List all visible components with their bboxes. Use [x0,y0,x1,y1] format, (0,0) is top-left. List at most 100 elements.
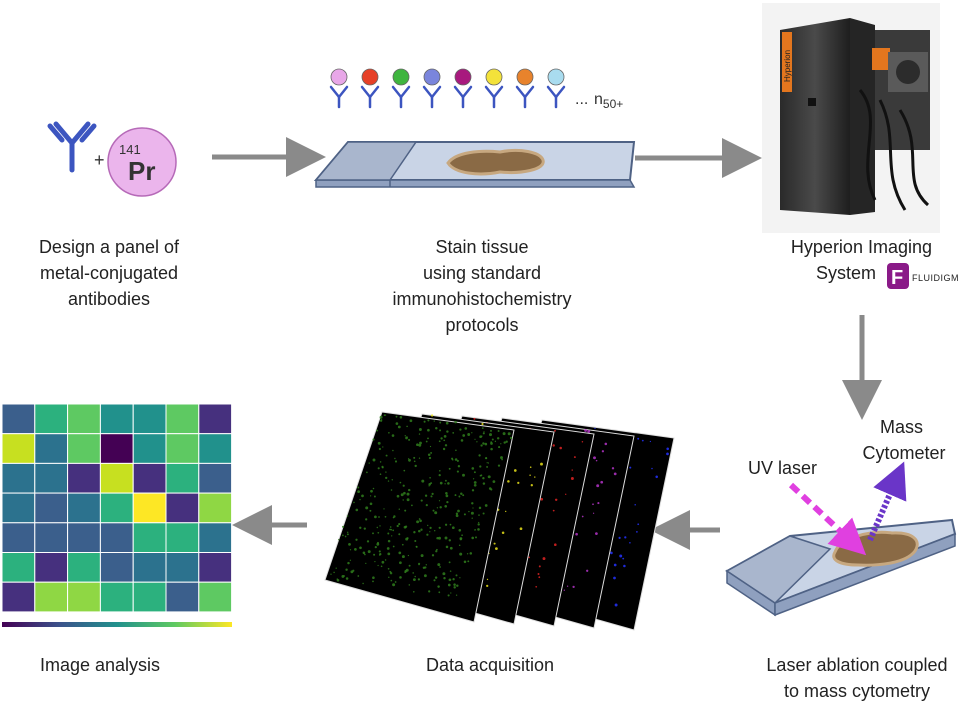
heatmap-cell [99,492,134,524]
panel-antibody-icon [391,68,411,109]
panel-antibody-icon [546,68,566,109]
plus-sign: + [94,150,105,170]
metal-symbol: Pr [128,156,155,186]
heatmap-cell [1,462,36,494]
heatmap-cell [34,492,69,524]
hyperion-instrument-image: Hyperion [762,3,940,233]
heatmap-cell [165,403,200,435]
caption-ablation-line-2: to mass cytometry [783,681,931,701]
heatmap-cell [99,433,134,464]
heatmap-cell [132,522,167,553]
fluidigm-logo-mark: F [891,267,903,289]
channel-image-layer [324,411,515,623]
panel-antibody-icon [453,68,473,109]
heatmap-cell [1,403,36,435]
caption-design-line-3: antibodies [67,289,151,309]
caption-acquisition-line-1: Data acquisition [425,655,555,675]
fluidigm-logo-mark-box [887,263,909,289]
heatmap-cell [99,403,134,435]
fluidigm-logo-text: FLUIDIGM [912,273,959,283]
instrument-brand: Hyperion [783,50,792,82]
panel-antibody-icon [360,68,380,109]
heatmap-cell [34,552,69,583]
heatmap-cell [67,462,101,494]
heatmap-cell [165,433,200,464]
tissue-sample [446,148,545,176]
panel-count-sub: 50+ [603,97,623,111]
heatmap-cell [165,552,200,583]
panel-count: n50+ [594,91,623,111]
caption-analysis-line-1: Image analysis [39,655,161,675]
mass-cytometer-label: Mass Cytometer [862,417,945,463]
caption-design-line-2: metal-conjugated [39,263,179,283]
mass-cytometer-label-line-2: Cytometer [862,443,945,463]
heatmap-cell [67,581,101,613]
heatmap-cell [99,581,134,613]
caption-stain-line-2: using standard [422,263,542,283]
caption-ablation: Laser ablation coupled to mass cytometry [742,652,972,704]
caption-design: Design a panel of metal-conjugated antib… [0,234,218,312]
metal-mass: 141 [119,142,141,157]
panel-ellipsis: ... [575,91,588,108]
heatmap-cell [67,552,101,583]
heatmap-cell [198,492,233,524]
caption-hyperion: Hyperion Imaging System [752,234,932,286]
heatmap-cell [99,462,134,494]
mass-cytometer-label-line-1: Mass [880,417,923,437]
heatmap-cell [34,433,69,464]
heatmap-cell [165,581,200,613]
heatmap-cell [132,403,167,435]
panel-antibody-icon [515,68,535,109]
heatmap-cell [99,552,134,583]
heatmap-cell [67,433,101,464]
heatmap-cell [198,462,233,494]
caption-analysis: Image analysis [0,652,200,678]
heatmap-colorbar [2,622,232,627]
caption-design-line-1: Design a panel of [38,237,180,257]
panel-antibody-icon [484,68,504,109]
heatmap-cell [132,433,167,464]
channel-image-stack [324,411,675,631]
uv-laser-label: UV laser [748,458,817,478]
heatmap-cell [165,462,200,494]
heatmap-cell [132,492,167,524]
heatmap-cell [1,581,36,613]
heatmap-cell [34,522,69,553]
mass-cytometer-arrow [867,461,907,542]
caption-hyperion-line-1: Hyperion Imaging [790,237,932,257]
fluidigm-logo: F FLUIDIGM [887,263,959,289]
heatmap [1,403,233,613]
heatmap-cell [132,462,167,494]
heatmap-cell [198,552,233,583]
caption-stain-line-4: protocols [445,315,519,335]
heatmap-cell [132,552,167,583]
heatmap-cell [34,581,69,613]
heatmap-cell [1,492,36,524]
heatmap-cell [34,403,69,435]
caption-stain-line-3: immunohistochemistry [392,289,572,309]
heatmap-cell [67,403,101,435]
heatmap-cell [1,433,36,464]
uv-laser-arrow [788,482,867,556]
caption-stain: Stain tissue using standard immunohistoc… [362,234,602,338]
heatmap-cell [198,433,233,464]
caption-acquisition: Data acquisition [380,652,600,678]
heatmap-cell [132,581,167,613]
heatmap-cell [1,552,36,583]
caption-hyperion-line-2: System [815,263,876,283]
heatmap-cell [99,522,134,553]
caption-ablation-line-1: Laser ablation coupled [766,655,948,675]
heatmap-cell [67,492,101,524]
panel-antibody-icon [422,68,442,109]
antibody-icon [47,121,97,173]
antibody-panel [329,68,566,109]
metal-circle [107,127,177,197]
heatmap-cell [165,522,200,553]
heatmap-cell [198,403,233,435]
heatmap-cell [1,522,36,553]
heatmap-cell [34,462,69,494]
panel-antibody-icon [329,68,349,109]
heatmap-cell [198,581,233,613]
caption-stain-line-1: Stain tissue [435,237,529,257]
